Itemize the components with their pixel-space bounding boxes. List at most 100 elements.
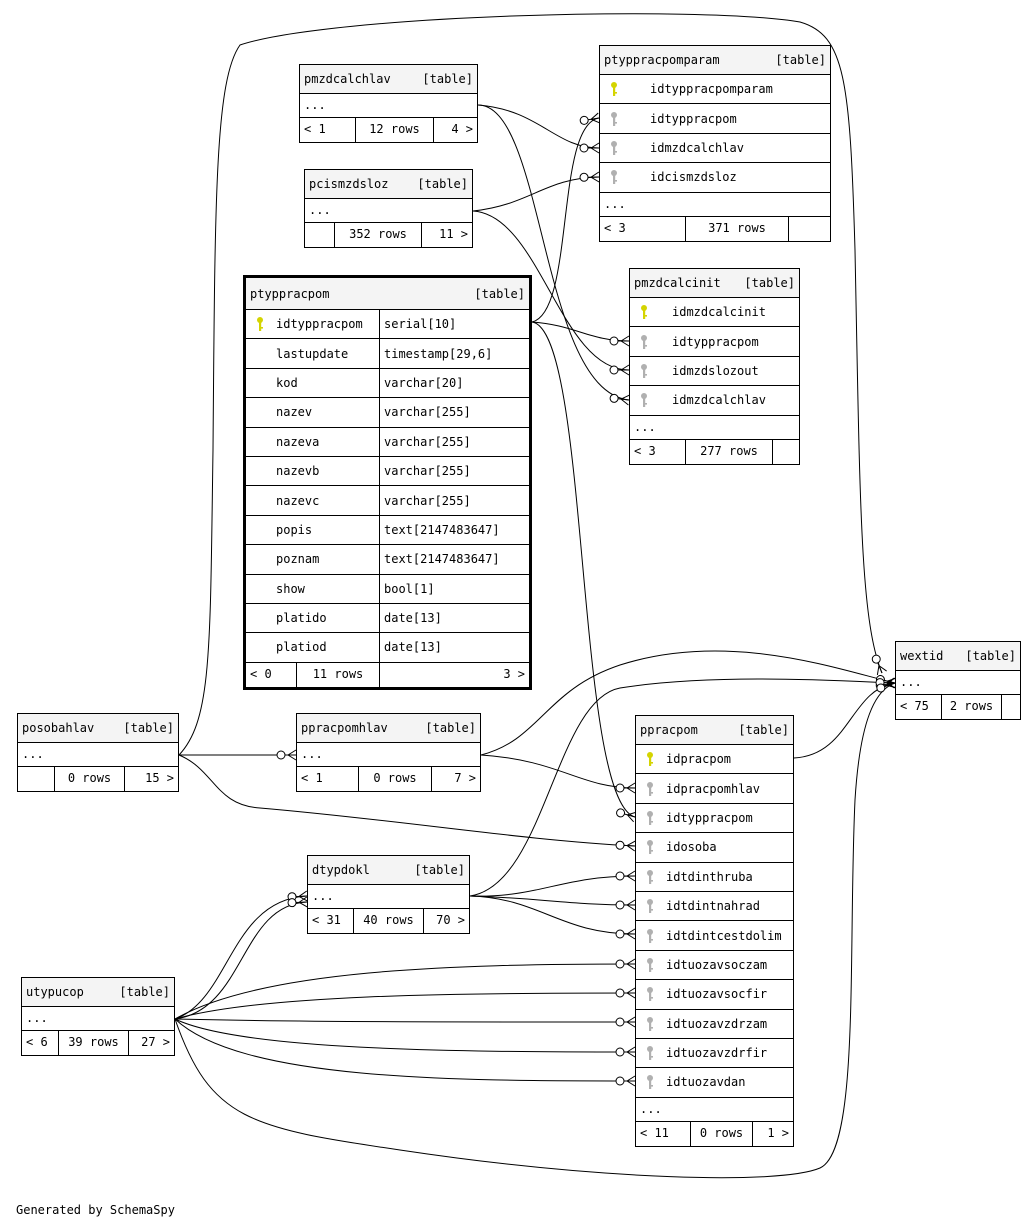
table-header[interactable]: pmzdcalchlav[table] [300, 65, 477, 94]
column-name-cell[interactable]: nazev [246, 398, 379, 426]
column-row[interactable]: idtdinthruba [636, 863, 793, 892]
table-ptyppracpomparam[interactable]: ptyppracpomparam[table]idtyppracpomparam… [599, 45, 831, 242]
column-name[interactable]: idtyppracpom [666, 810, 753, 825]
parents-count[interactable]: < 75 [900, 699, 929, 713]
column-row[interactable]: idosoba [636, 833, 793, 863]
table-header[interactable]: dtypdokl[table] [308, 856, 469, 885]
children-count[interactable]: 4 > [433, 118, 477, 142]
column-name[interactable]: idmzdcalcinit [672, 305, 766, 320]
column-row[interactable]: idtdintnahrad [636, 892, 793, 922]
column-name-cell[interactable]: idmzdcalcinit [630, 298, 799, 326]
more-columns-ellipsis[interactable]: ... [297, 743, 480, 767]
column-row[interactable]: idtyppracpomparam [600, 75, 830, 105]
more-columns-ellipsis[interactable]: ... [630, 416, 799, 440]
column-name[interactable]: idmzdcalchlav [672, 393, 766, 408]
table-header[interactable]: ppracpom[table] [636, 716, 793, 745]
column-row[interactable]: idtuozavzdrfir [636, 1039, 793, 1069]
table-header[interactable]: ppracpomhlav[table] [297, 714, 480, 743]
column-name-cell[interactable]: platido [246, 604, 379, 632]
column-name-cell[interactable]: idcismzdsloz [600, 163, 830, 191]
children-count[interactable]: 11 > [421, 223, 472, 247]
column-row[interactable]: idtuozavsoczam [636, 951, 793, 981]
column-name[interactable]: lastupdate [276, 346, 349, 361]
parents-count[interactable] [18, 767, 54, 791]
column-name-cell[interactable]: idtuozavsocfir [636, 980, 793, 1008]
column-name[interactable]: idpracpom [666, 752, 732, 767]
more-columns-ellipsis[interactable]: ... [305, 199, 472, 223]
children-count[interactable] [1001, 695, 1020, 719]
table-name[interactable]: dtypdokl [312, 863, 370, 877]
column-name-cell[interactable]: nazevb [246, 457, 379, 485]
column-name-cell[interactable]: idtyppracpom [246, 310, 379, 338]
column-name[interactable]: nazevb [276, 464, 320, 479]
more-columns-ellipsis[interactable]: ... [22, 1007, 174, 1031]
children-count[interactable] [788, 216, 830, 241]
children-count[interactable]: 3 > [379, 662, 529, 687]
column-name[interactable]: kod [276, 375, 298, 390]
column-name[interactable]: idtuozavsoczam [666, 957, 768, 972]
children-count[interactable]: 1 > [752, 1121, 793, 1146]
table-name[interactable]: pmzdcalcinit [634, 276, 721, 290]
column-row[interactable]: idcismzdsloz [600, 163, 830, 193]
parents-count[interactable] [305, 223, 334, 247]
column-name[interactable]: idtyppracpomparam [650, 82, 773, 97]
column-row[interactable]: idtyppracpom [636, 804, 793, 834]
column-name-cell[interactable]: kod [246, 369, 379, 397]
column-name-cell[interactable]: idtyppracpomparam [600, 75, 830, 103]
children-count[interactable] [772, 439, 799, 464]
children-count[interactable]: 7 > [431, 767, 480, 791]
column-name-cell[interactable]: idtuozavzdrfir [636, 1039, 793, 1067]
column-name-cell[interactable]: idmzdcalchlav [630, 386, 799, 414]
column-row[interactable]: idmzdcalchlav [630, 386, 799, 416]
column-name-cell[interactable]: popis [246, 516, 379, 544]
column-row[interactable]: idtuozavsocfir [636, 980, 793, 1010]
table-name[interactable]: ppracpomhlav [301, 721, 388, 735]
column-name-cell[interactable]: idtdintnahrad [636, 892, 793, 920]
children-count[interactable]: 27 > [128, 1031, 174, 1055]
column-row[interactable]: idtyppracpom [630, 327, 799, 357]
column-name[interactable]: nazev [276, 405, 313, 420]
column-name[interactable]: idcismzdsloz [650, 170, 737, 185]
column-name[interactable]: idtyppracpom [672, 334, 759, 349]
column-name[interactable]: idtuozavdan [666, 1075, 746, 1090]
column-name-cell[interactable]: idpracpom [636, 745, 793, 773]
column-name-cell[interactable]: idtyppracpom [636, 804, 793, 832]
column-name[interactable]: idtuozavsocfir [666, 987, 768, 1002]
column-name[interactable]: idtuozavzdrzam [666, 1016, 768, 1031]
more-columns-ellipsis[interactable]: ... [18, 743, 178, 767]
table-header[interactable]: posobahlav[table] [18, 714, 178, 743]
column-name[interactable]: popis [276, 522, 313, 537]
column-name-cell[interactable]: idpracpomhlav [636, 774, 793, 802]
column-name[interactable]: idtdinthruba [666, 869, 753, 884]
column-name[interactable]: idtyppracpom [650, 111, 737, 126]
column-name[interactable]: show [276, 581, 305, 596]
parents-count[interactable]: < 6 [26, 1035, 48, 1049]
table-name[interactable]: ptyppracpomparam [604, 53, 720, 67]
column-row[interactable]: idtuozavzdrzam [636, 1010, 793, 1039]
column-name-cell[interactable]: idtdintcestdolim [636, 921, 793, 949]
table-name[interactable]: pcismzdsloz [309, 177, 389, 191]
more-columns-ellipsis[interactable]: ... [636, 1098, 793, 1122]
column-row[interactable]: idpracpomhlav [636, 774, 793, 804]
column-name-cell[interactable]: idtuozavsoczam [636, 951, 793, 979]
column-row[interactable]: idpracpom [636, 745, 793, 775]
table-name[interactable]: posobahlav [22, 721, 95, 735]
children-count[interactable]: 70 > [423, 909, 469, 933]
column-name[interactable]: idtdintcestdolim [666, 928, 782, 943]
